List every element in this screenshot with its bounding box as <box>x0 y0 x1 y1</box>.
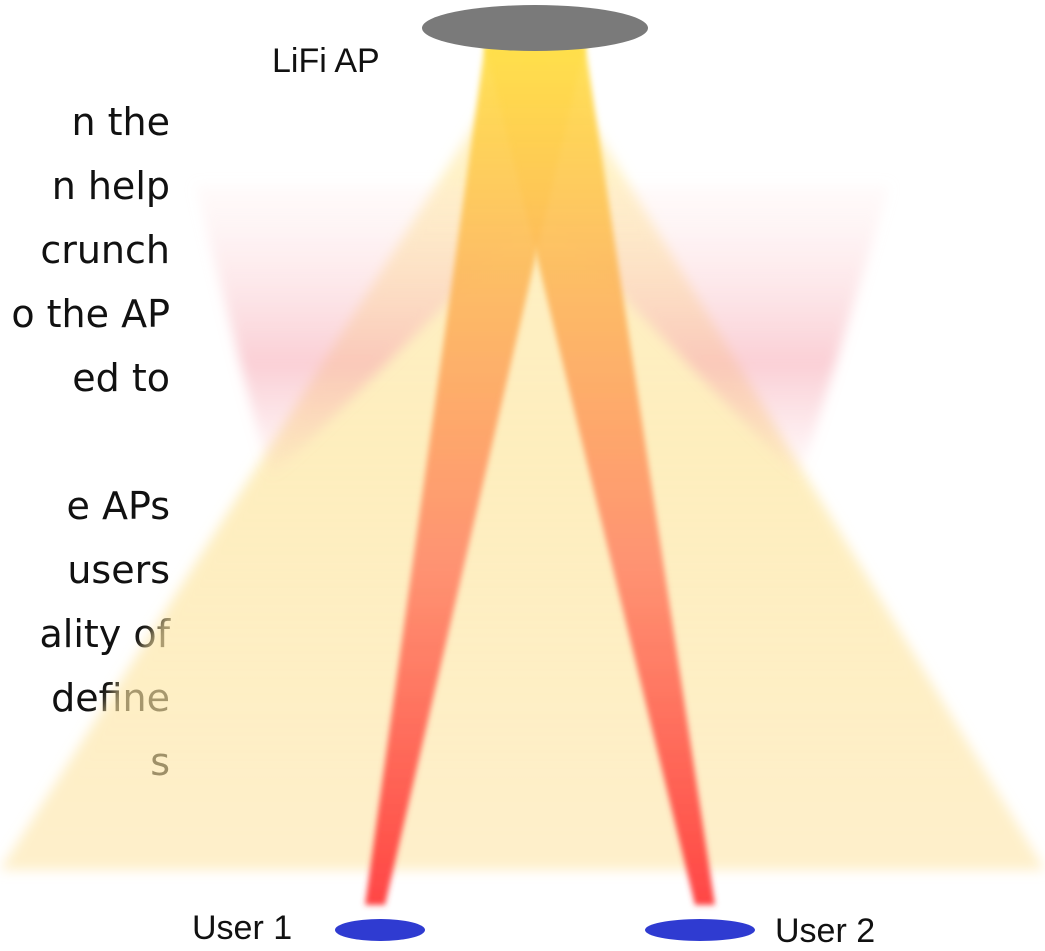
label-user-1: User 1 <box>192 909 293 947</box>
label-user-2: User 2 <box>775 912 876 950</box>
lifi-ap-shape <box>422 5 648 51</box>
label-lifi-ap: LiFi AP <box>272 42 380 80</box>
text-line-7: users <box>67 548 170 592</box>
beam-to-user-2 <box>485 45 715 905</box>
text-line-4: o the AP <box>11 292 170 336</box>
user-1-shape <box>335 919 425 941</box>
wide-coverage-cone <box>0 30 1045 870</box>
text-line-6: e APs <box>66 484 171 528</box>
text-line-1: n the <box>71 100 170 144</box>
text-line-3: crunch <box>40 228 170 272</box>
user-2-shape <box>645 919 755 941</box>
beam-to-user-1 <box>365 45 585 905</box>
text-line-2: n help <box>51 164 170 208</box>
pink-haze-region <box>195 185 890 480</box>
text-line-5: ed to <box>72 356 170 400</box>
